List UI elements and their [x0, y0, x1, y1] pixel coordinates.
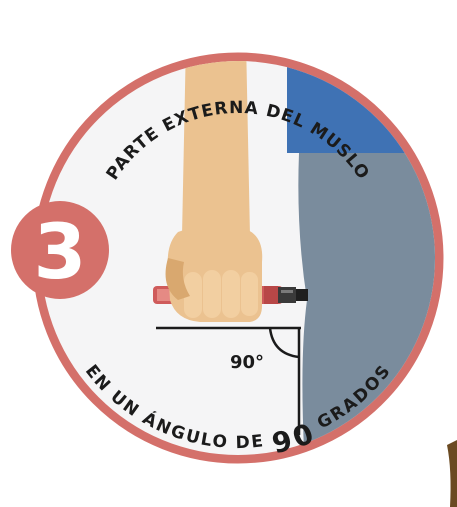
arm-icon	[182, 61, 250, 236]
step-badge: 3	[11, 201, 109, 299]
step-number: 3	[34, 207, 87, 296]
angle-label: 90°	[230, 352, 264, 373]
right-angle-icon	[156, 326, 301, 435]
hand-icon	[165, 228, 263, 322]
inner-scene: 90°	[41, 61, 435, 455]
corner-decoration	[447, 440, 457, 507]
